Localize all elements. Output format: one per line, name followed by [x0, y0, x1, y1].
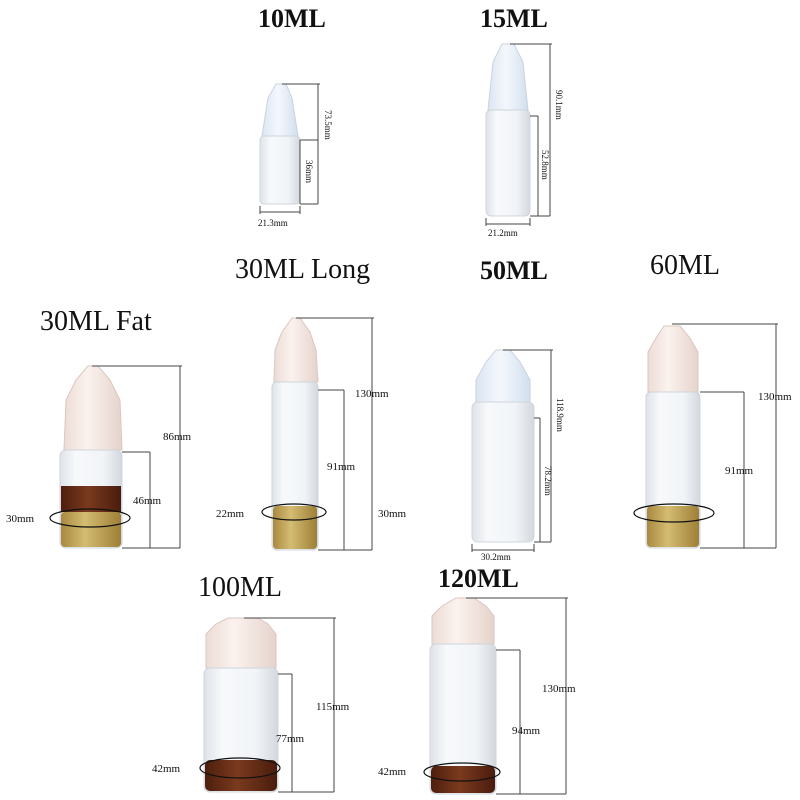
shoulder-label: 91mm — [327, 461, 356, 473]
width-ring — [423, 762, 501, 782]
width-ring — [199, 757, 281, 779]
width-label: 21.2mm — [488, 228, 518, 238]
cap — [205, 617, 277, 669]
liquid-brown — [61, 486, 121, 512]
bottle-60ml: 130mm 91mm — [633, 323, 792, 549]
shoulder-label: 77mm — [276, 733, 305, 745]
cap — [475, 349, 531, 403]
shoulder-label: 36mm — [304, 160, 314, 183]
bottle-body — [471, 401, 535, 543]
width-label: 22mm — [216, 508, 245, 520]
width-ring — [633, 503, 715, 523]
liquid-gold — [273, 506, 317, 549]
title-50ml: 50ML — [480, 256, 548, 285]
bottle-50ml: 118.9mm 78.2mm 30.2mm — [471, 349, 565, 562]
height-label: 130mm — [355, 388, 389, 400]
width-ring — [261, 503, 327, 521]
width-label: 42mm — [152, 763, 181, 775]
title-100ml: 100ML — [198, 572, 282, 603]
liquid-gold — [647, 506, 699, 547]
shoulder-label: 91mm — [725, 465, 754, 477]
title-15ml: 15ML — [480, 4, 548, 33]
cap — [261, 83, 299, 137]
cap — [487, 43, 529, 111]
liquid-label: 30mm — [378, 508, 407, 520]
bottle-body — [485, 109, 531, 217]
height-label: 73.5mm — [323, 110, 333, 140]
liquid-brown — [205, 760, 277, 791]
bottle-30ml-long: 130mm 91mm 30mm 22mm — [216, 317, 407, 551]
title-30ml-fat: 30ML Fat — [40, 306, 152, 337]
title-30ml-long: 30ML Long — [235, 254, 371, 285]
liquid-gold — [61, 512, 121, 547]
width-label: 30mm — [6, 513, 35, 525]
bottle-100ml: 115mm 77mm 42mm — [152, 617, 350, 793]
bottle-body — [259, 135, 301, 205]
width-label: 42mm — [378, 766, 407, 778]
height-label: 115mm — [316, 701, 350, 713]
title-60ml: 60ML — [650, 250, 720, 281]
bottle-10ml: 73.5mm 36mm 21.3mm — [258, 83, 333, 228]
height-label: 86mm — [163, 431, 192, 443]
height-label: 130mm — [542, 683, 576, 695]
shoulder-label: 46mm — [133, 495, 162, 507]
cap — [273, 317, 319, 383]
cap — [431, 597, 495, 645]
cap — [63, 365, 123, 451]
width-ring — [49, 508, 131, 528]
cap — [647, 325, 699, 393]
title-120ml: 120ML — [438, 564, 519, 593]
liquid-brown — [431, 766, 495, 793]
width-label: 30.2mm — [481, 552, 511, 562]
bottle-15ml: 90.1mm 52.8mm 21.2mm — [485, 43, 564, 238]
shoulder-label: 78.2mm — [543, 466, 553, 496]
height-label: 118.9mm — [555, 398, 565, 432]
width-label: 21.3mm — [258, 218, 288, 228]
height-label: 130mm — [758, 391, 792, 403]
bottle-body — [429, 643, 497, 795]
bottle-120ml: 130mm 94mm 42mm — [378, 597, 576, 795]
shoulder-label: 94mm — [512, 725, 541, 737]
bottle-30ml-fat: 86mm 46mm 30mm — [6, 365, 192, 549]
shoulder-label: 52.8mm — [540, 150, 550, 180]
title-10ml: 10ML — [258, 4, 326, 33]
height-label: 90.1mm — [554, 90, 564, 120]
